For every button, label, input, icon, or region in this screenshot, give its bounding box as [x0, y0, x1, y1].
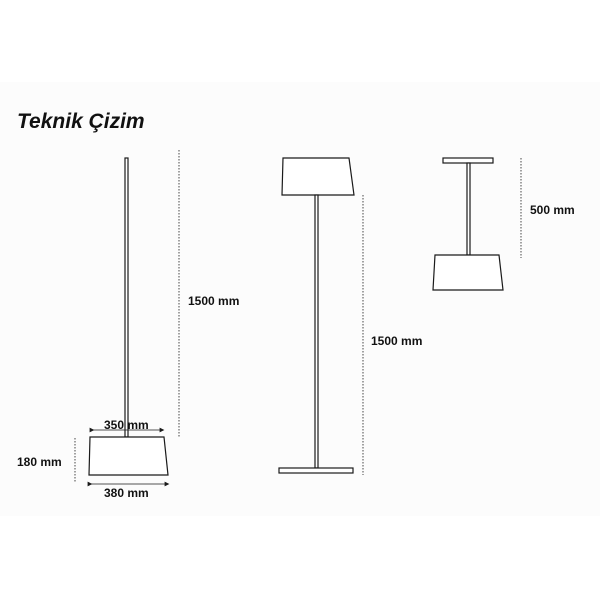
shade-height-label: 180 mm	[17, 455, 62, 469]
lamp-3-cord	[466, 162, 471, 256]
shade-bottom-width-label: 380 mm	[104, 486, 149, 500]
floor-height-label: 1500 mm	[188, 294, 240, 308]
lamp-1-shade	[88, 436, 169, 476]
pendant-drop-label: 500 mm	[530, 203, 575, 217]
lamp-1-pole	[124, 157, 129, 438]
lamp-3-shade	[432, 254, 504, 291]
lamp-1-dimensions	[74, 150, 180, 487]
lamp-2-shade	[281, 157, 355, 196]
shade-top-width-label: 350 mm	[104, 418, 149, 432]
page-title: Teknik Çizim	[17, 110, 145, 133]
lamp-3-canopy	[442, 157, 494, 164]
lamp-2	[278, 157, 355, 474]
lamp-2-base	[278, 467, 354, 474]
lamp-1	[88, 157, 169, 476]
lamp-2-pole	[314, 194, 319, 469]
standing-height-label: 1500 mm	[371, 334, 423, 348]
lamp-3	[432, 157, 504, 291]
